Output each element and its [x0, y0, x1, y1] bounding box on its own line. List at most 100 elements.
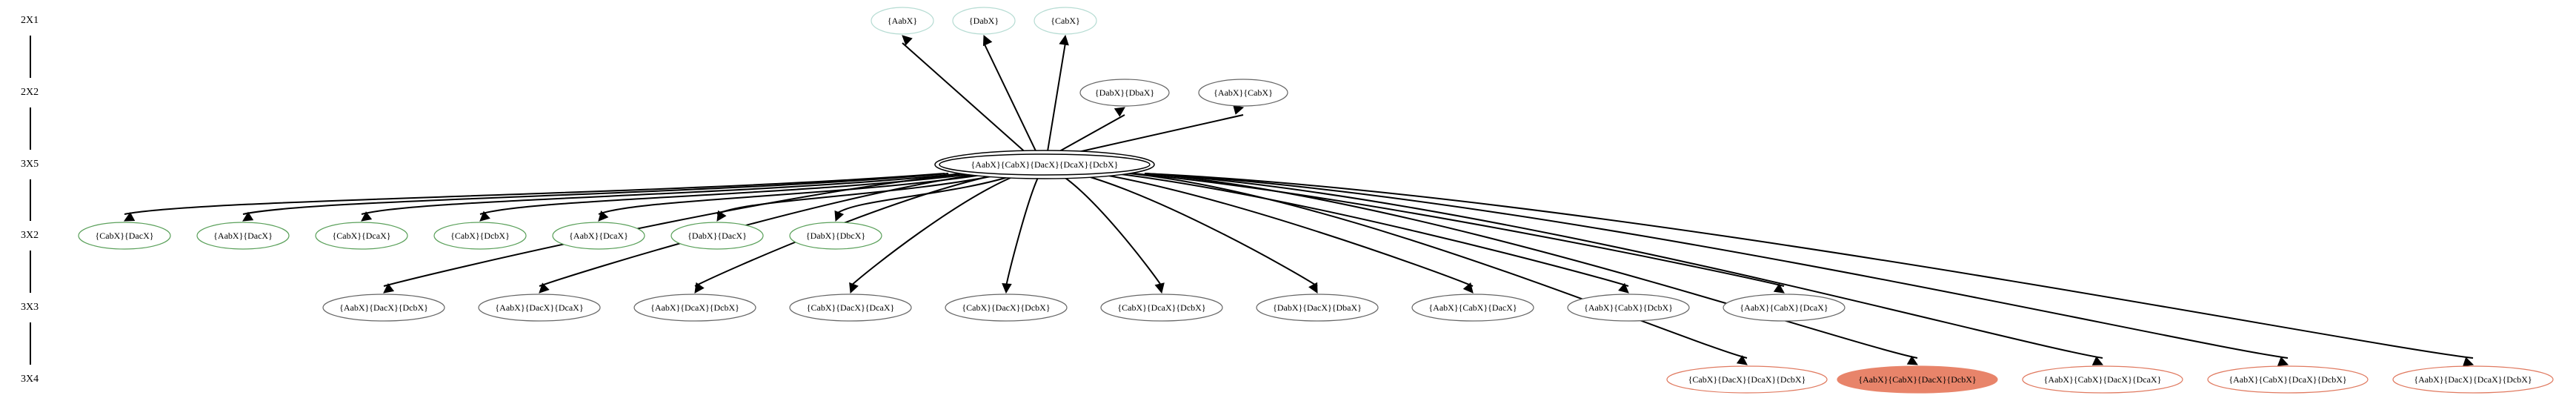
node-shape [1723, 294, 1846, 322]
graph-node[interactable]: {AabX}{CabX}{DacX}{DcaX}{DcbX} [934, 150, 1155, 179]
node-shape [1411, 294, 1534, 322]
edge-hub-to-g5 [598, 173, 991, 215]
arrowhead [849, 282, 859, 294]
graph-node[interactable]: {CabX}{DcaX} [315, 222, 408, 250]
graph-node[interactable]: {AabX}{CabX}{DacX}{DcbX} [1837, 365, 1998, 394]
graph-node[interactable]: {CabX}{DacX}{DcaX} [789, 294, 912, 322]
rank-label-2x2: 2X2 [21, 87, 39, 98]
node-label: {CabX}{DcaX}{DcbX} [1117, 302, 1205, 313]
graph-node[interactable]: {DabX}{DbcX} [789, 222, 882, 250]
arrowhead [361, 211, 373, 222]
graph-node[interactable]: {CabX}{DacX} [78, 222, 171, 250]
node-layer: {AabX} {DabX} {CabX} {DabX}{DbaX} {AabX}{Cab… [78, 7, 2554, 394]
node-label: {AabX}{CabX}{DcaX}{DcbX} [2229, 374, 2346, 385]
node-label: {CabX}{DacX}{DcbX} [962, 302, 1050, 313]
node-label: {CabX}{DacX}{DcaX} [807, 302, 895, 313]
graph-node[interactable]: {AabX}{DcaX} [552, 222, 645, 250]
edge-hub-to-b7 [1076, 173, 1318, 287]
graph-node[interactable]: {DabX}{DacX}{DbaX} [1256, 294, 1379, 322]
node-label: {CabX}{DcbX} [450, 231, 510, 241]
rank-label-3x4: 3X4 [21, 374, 39, 385]
edge-hub-to-b9 [1114, 173, 1629, 287]
arrowhead [1059, 34, 1069, 46]
edge-hub-to-b5 [1005, 173, 1041, 287]
node-label: {DabX} [969, 16, 999, 26]
graph-node[interactable]: {CabX}{DacX}{DcbX} [945, 294, 1068, 322]
arrowhead [1308, 282, 1318, 294]
arrowhead [598, 211, 609, 222]
graph-node[interactable]: {AabX}{CabX}{DcaX}{DcbX} [2207, 365, 2369, 394]
edge-hub-to-r2 [1144, 173, 1918, 359]
node-shape [478, 294, 601, 322]
graph-node[interactable]: {DabX}{DbaX} [1079, 79, 1170, 107]
node-shape [789, 294, 912, 322]
node-shape [871, 7, 934, 35]
edge-hub-to-b6 [1058, 173, 1162, 287]
edge-hub-to-g7 [835, 173, 1020, 215]
node-label: {CabX}{DcaX} [332, 231, 390, 241]
graph-node[interactable]: {CabX}{DcaX}{DcbX} [1100, 294, 1223, 322]
edge-hub-to-r3 [1144, 173, 2103, 359]
node-shape [433, 222, 527, 250]
node-shape [196, 222, 290, 250]
graph-node[interactable]: {DabX}{DacX} [670, 222, 764, 250]
node-label: {AabX}{DacX}{DcbX} [339, 302, 428, 313]
node-label: {DabX}{DbcX} [806, 231, 865, 241]
arrowhead [479, 211, 490, 222]
arrowhead [902, 35, 913, 46]
graph-node[interactable]: {DabX} [952, 7, 1016, 35]
graph-node[interactable]: {AabX}{CabX}{DacX}{DcaX} [2022, 365, 2183, 394]
rank-label-3x3: 3X3 [21, 302, 39, 313]
graph-node[interactable]: {CabX} [1034, 7, 1097, 35]
node-label: {AabX} [888, 16, 917, 26]
graph-node[interactable]: {CabX}{DacX}{DcaX}{DcbX} [1666, 365, 1828, 394]
graph-node[interactable]: {AabX} [871, 7, 934, 35]
graph-node[interactable]: {AabX}{CabX}{DcbX} [1567, 294, 1690, 322]
node-shape [789, 222, 882, 250]
edge-hub-to-r5 [1144, 173, 2474, 359]
node-label: {CabX} [1051, 16, 1080, 26]
node-label: {AabX}{CabX}{DacX} [1428, 302, 1517, 313]
node-shape [1100, 294, 1223, 322]
arrowhead [982, 34, 993, 47]
arrowhead [1114, 107, 1125, 117]
edge-hub-to-r4 [1144, 173, 2289, 359]
edge-hub-to-n1 [902, 42, 1028, 155]
arrowhead [834, 210, 845, 222]
node-shape [952, 7, 1016, 35]
node-shape [633, 294, 756, 322]
node-shape [1034, 7, 1097, 35]
graph-node[interactable]: {AabX}{DcaX}{DcbX} [633, 294, 756, 322]
node-shape [1666, 365, 1828, 394]
node-shape [2207, 365, 2369, 394]
graph-node[interactable]: {AabX}{CabX}{DacX} [1411, 294, 1534, 322]
edge-hub-to-n3 [1046, 42, 1066, 155]
node-label: {CabX}{DacX} [95, 231, 153, 241]
node-label: {AabX}{DcaX} [569, 231, 628, 241]
arrowhead [1773, 283, 1785, 294]
edge-hub-to-n2 [983, 42, 1039, 155]
node-shape [78, 222, 171, 250]
rank-label-3x2: 3X2 [21, 230, 39, 241]
graph-node[interactable]: {AabX}{CabX} [1198, 79, 1288, 107]
arrowhead [1002, 283, 1012, 294]
rank-label-2x1: 2X1 [21, 15, 39, 26]
arrowhead [2462, 357, 2475, 367]
node-shape [1567, 294, 1690, 322]
graph-node[interactable]: {AabX}{DacX} [196, 222, 290, 250]
node-shape [315, 222, 408, 250]
graph-node[interactable]: {AabX}{CabX}{DcaX} [1723, 294, 1846, 322]
arrowhead [539, 282, 550, 294]
graph-node[interactable]: {CabX}{DcbX} [433, 222, 527, 250]
edge-hub-to-b8 [1096, 173, 1474, 287]
node-label: {CabX}{DacX}{DcaX}{DcbX} [1688, 374, 1806, 385]
graph-node[interactable]: {AabX}{DacX}{DcaX}{DcbX} [2392, 365, 2554, 394]
node-shape [945, 294, 1068, 322]
graph-node[interactable]: {AabX}{DacX}{DcaX} [478, 294, 601, 322]
node-label: {AabX}{CabX}{DcbX} [1584, 302, 1673, 313]
node-label: {AabX}{DacX}{DcaX}{DcbX} [2414, 374, 2532, 385]
node-shape [2392, 365, 2554, 394]
graph-node[interactable]: {AabX}{DacX}{DcbX} [322, 294, 445, 322]
node-shape [1837, 365, 1998, 394]
